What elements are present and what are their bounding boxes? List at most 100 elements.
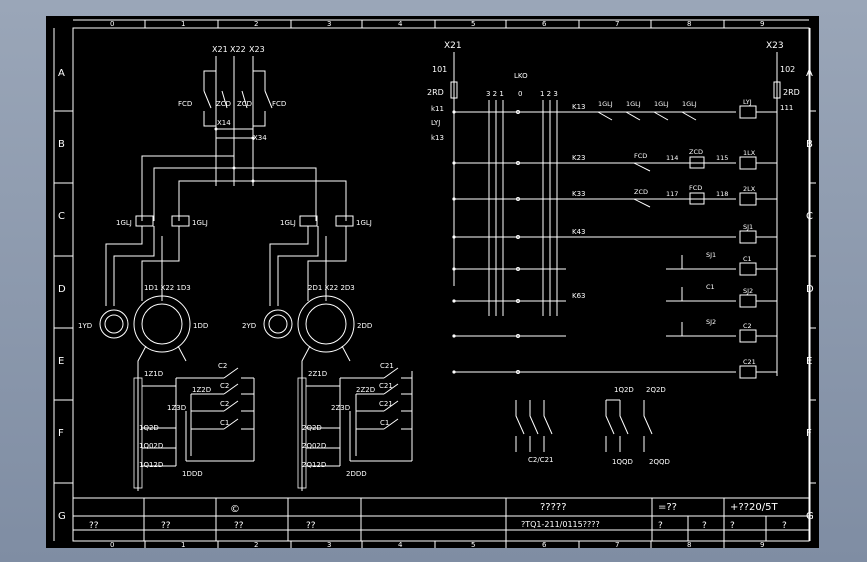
contact-label: 1GLJ xyxy=(598,100,613,108)
sheet-field: +??20/5T xyxy=(730,502,778,513)
drawing-number: ?TQ1-211/0115???? xyxy=(521,520,600,529)
rung-label: K13 xyxy=(572,103,586,111)
label-2q2d-right: 2Q2D xyxy=(646,386,666,394)
fuse-2rd-right: 2RD xyxy=(783,88,800,97)
lko-zero: 0 xyxy=(518,90,522,98)
relay-1glj-b: 1GLJ xyxy=(192,219,208,227)
title-block: © ?? ?? ?? ?? ????? ?TQ1-211/0115???? =?… xyxy=(73,497,809,541)
x34-label: X34 xyxy=(253,134,267,142)
right-control-circuit: X21 X23 101 102 2RD 2RD k11 LYJ k13 111 … xyxy=(427,41,800,466)
coil-label: LYJ xyxy=(743,98,752,106)
node-label: 115 xyxy=(716,154,728,162)
coil-label: 1LX xyxy=(743,149,756,157)
label-1z3d: 1Z3D xyxy=(167,404,186,412)
contact-c1-b: C1 xyxy=(380,419,389,427)
node-102: 102 xyxy=(780,65,795,74)
row-label: E xyxy=(806,356,812,367)
contact-label: 1GLJ xyxy=(626,100,641,108)
column-label: 5 xyxy=(471,541,475,548)
column-label: 2 xyxy=(254,541,258,548)
scale-field: =?? xyxy=(658,502,677,513)
label-1q02d: 1Q02D xyxy=(139,442,163,450)
coil xyxy=(739,365,757,379)
column-label: 7 xyxy=(615,541,619,548)
relay-1glj-a: 1GLJ xyxy=(116,219,132,227)
contact-c21-a: C21 xyxy=(380,362,394,370)
column-label: 6 xyxy=(542,541,547,548)
coil-label: ZCD xyxy=(689,148,703,156)
label-2z3d: 2Z3D xyxy=(331,404,350,412)
rung: K43 SJ1 xyxy=(452,223,777,244)
label-2q02d: 2Q02D xyxy=(302,442,326,450)
rung-label: K43 xyxy=(572,228,586,236)
contact-c21-b: C21 xyxy=(379,382,393,390)
left-power-circuit: X21 X22 X23 FCD ZCD ZCD FCD X14 X34 xyxy=(78,45,413,491)
row-label: A xyxy=(806,68,813,79)
relay-1glj-c: 1GLJ xyxy=(280,219,296,227)
label-2ddd: 2DDD xyxy=(346,470,367,478)
column-label: 5 xyxy=(471,20,475,28)
fcd-label-right: FCD xyxy=(272,100,286,108)
lko-label: LKO xyxy=(514,72,528,80)
node-101: 101 xyxy=(432,65,447,74)
coil-label: 2LX xyxy=(743,185,756,193)
title-q2: ? xyxy=(702,521,707,531)
row-label: D xyxy=(806,284,814,295)
title-cell-2: ?? xyxy=(161,521,171,531)
title-q3: ? xyxy=(730,521,735,531)
column-label: 4 xyxy=(398,541,403,548)
timer-label: C1 xyxy=(706,283,715,291)
coil-label: SJ1 xyxy=(743,223,753,231)
zcd-label-a: ZCD xyxy=(216,100,231,108)
row-label: F xyxy=(806,428,812,439)
label-2z1d: 2Z1D xyxy=(308,370,327,378)
coil-label: C2 xyxy=(743,322,752,330)
label-1z2d: 1Z2D xyxy=(192,386,211,394)
row-label: D xyxy=(58,284,66,295)
switch-header-b: 1 2 3 xyxy=(540,90,558,98)
coil xyxy=(739,329,757,343)
rung-label: K63 xyxy=(572,292,586,300)
node-label: 114 xyxy=(666,154,678,162)
row-label: G xyxy=(806,511,814,522)
column-label: 9 xyxy=(760,541,764,548)
motor1-terminals: 1D1 X22 1D3 xyxy=(144,284,191,292)
column-label: 0 xyxy=(110,20,114,28)
row-label: B xyxy=(806,139,813,150)
x23-label: X23 xyxy=(766,41,784,51)
title-q1: ? xyxy=(658,521,663,531)
column-label: 8 xyxy=(687,20,691,28)
node-label: 118 xyxy=(716,190,728,198)
coil-label: FCD xyxy=(689,184,702,192)
title-cell-3: ?? xyxy=(234,521,244,531)
title-cell-4: ?? xyxy=(306,521,316,531)
drawing-frame xyxy=(72,27,810,542)
coil xyxy=(739,262,757,276)
fcd-label-left: FCD xyxy=(178,100,192,108)
motor-2yd xyxy=(263,309,293,339)
column-label: 3 xyxy=(327,20,331,28)
coil xyxy=(739,192,757,206)
label-1q2d: 1Q2D xyxy=(139,424,159,432)
contact-c21-c: C21 xyxy=(379,400,393,408)
label-2yd: 2YD xyxy=(242,322,256,330)
coil-label: SJ2 xyxy=(743,287,753,295)
contact-label: FCD xyxy=(634,152,647,160)
row-label: A xyxy=(58,68,65,79)
node-label: 117 xyxy=(666,190,678,198)
row-label: C xyxy=(58,211,65,222)
timer-label: SJ1 xyxy=(706,251,716,259)
relay-1glj-d: 1GLJ xyxy=(356,219,372,227)
column-label: 7 xyxy=(615,20,619,28)
node-111: 111 xyxy=(780,104,793,112)
label-1dd: 1DD xyxy=(193,322,208,330)
k11-label: k11 xyxy=(431,105,444,113)
contact-c2-c: C2 xyxy=(220,400,229,408)
motor-1dd xyxy=(133,295,191,353)
column-label: 1 xyxy=(181,541,185,548)
coil-label: C1 xyxy=(743,255,752,263)
